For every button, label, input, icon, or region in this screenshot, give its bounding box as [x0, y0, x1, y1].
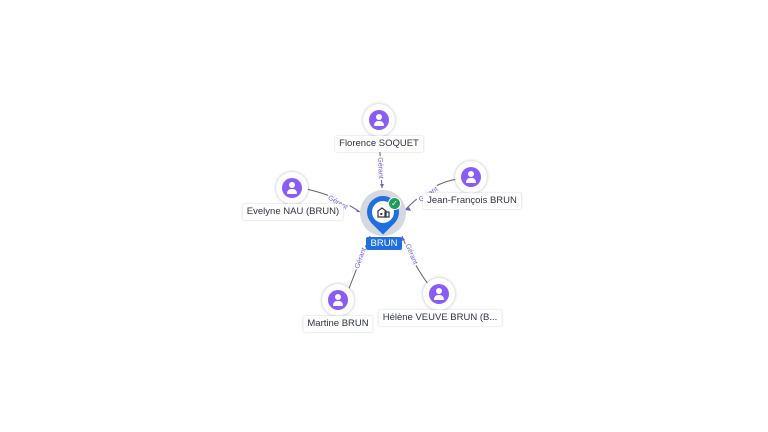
edge-arrow — [380, 184, 384, 188]
person-label-evelyne[interactable]: Evelyne NAU (BRUN) — [242, 204, 344, 220]
person-node-florence[interactable] — [363, 104, 395, 136]
person-icon — [282, 178, 302, 198]
person-icon — [328, 290, 348, 310]
person-node-helene[interactable] — [423, 278, 455, 310]
person-node-martine[interactable] — [322, 284, 354, 316]
edge-label-florence: Gérant — [376, 157, 384, 179]
edge-arrow — [401, 236, 405, 241]
person-label-helene[interactable]: Hélène VEUVE BRUN (B... — [378, 310, 502, 326]
edge-arrow — [355, 208, 360, 212]
person-label-martine[interactable]: Martine BRUN — [303, 316, 373, 332]
person-icon — [369, 110, 389, 130]
person-node-jeanfrancois[interactable] — [455, 161, 487, 193]
person-icon — [461, 167, 481, 187]
company-label[interactable]: BRUN — [366, 237, 402, 250]
person-label-jeanfrancois[interactable]: Jean-François BRUN — [423, 193, 521, 209]
person-node-evelyne[interactable] — [276, 172, 308, 204]
edge-helene: Gérant — [401, 235, 429, 285]
check-icon: ✓ — [388, 197, 401, 210]
person-label-florence[interactable]: Florence SOQUET — [335, 136, 423, 152]
person-icon — [429, 284, 449, 304]
edge-arrow — [405, 207, 411, 211]
